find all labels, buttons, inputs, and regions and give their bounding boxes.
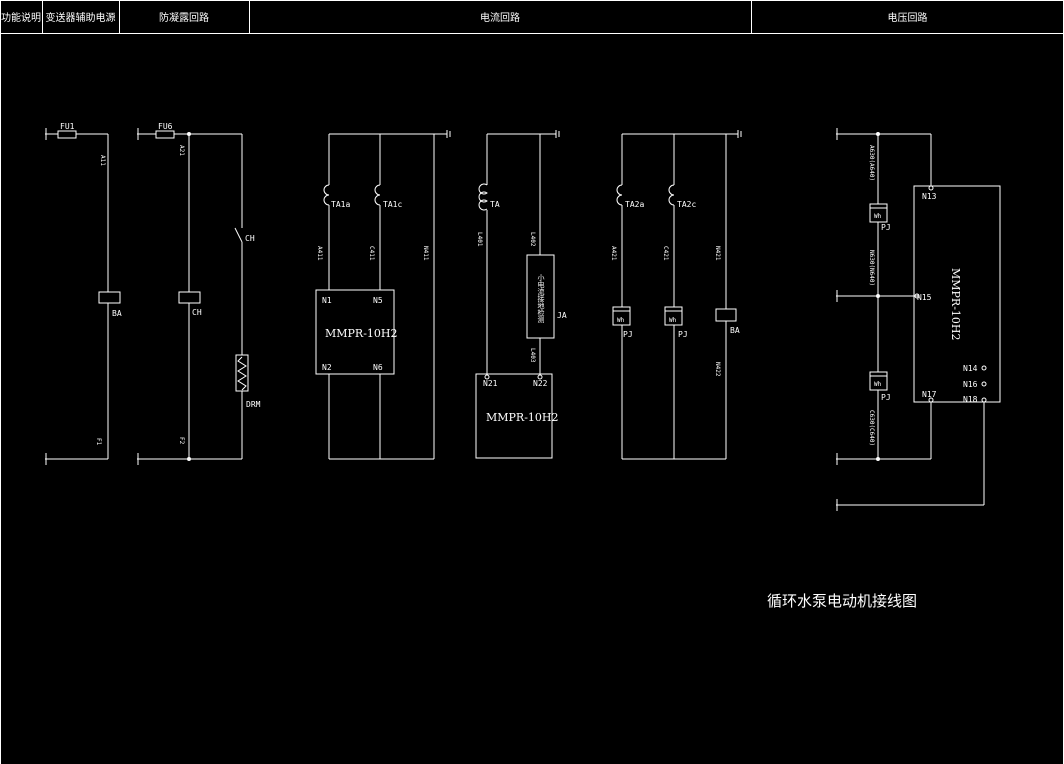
- ta2c-label: TA2c: [677, 200, 696, 209]
- pj-label-c: PJ: [678, 330, 688, 339]
- ch-contact-switch: [234, 227, 243, 243]
- ta1a-ct-coil: [323, 184, 330, 206]
- ta1c-ct-coil: [374, 184, 381, 206]
- ta2c-ct-coil: [668, 184, 675, 206]
- ba-label: BA: [112, 309, 122, 318]
- a21-label: A21: [178, 145, 185, 156]
- relay1-model: MMPR-10H2: [325, 327, 398, 340]
- ta2a-ct-coil: [616, 184, 623, 206]
- n13-label: N13: [922, 192, 937, 201]
- fu6-label: FU6: [158, 122, 173, 131]
- n17-label: N17: [922, 390, 937, 399]
- ta-label: TA: [490, 200, 500, 209]
- ta1a-label: TA1a: [331, 200, 350, 209]
- n22-label: N22: [533, 379, 548, 388]
- c630-label: C630(C640): [868, 410, 875, 446]
- a421-label: A421: [610, 246, 617, 261]
- n1-label: N1: [322, 296, 332, 305]
- ba2-label: BA: [730, 326, 740, 335]
- pj-label-a: PJ: [623, 330, 633, 339]
- pj-label-vc: PJ: [881, 393, 891, 402]
- wh-label-c: Wh: [669, 317, 677, 324]
- anti-condensation-circuit: [137, 128, 249, 465]
- n21-label: N21: [483, 379, 498, 388]
- header-anti-condensation: 防凝露回路: [159, 13, 209, 24]
- n5-label: N5: [373, 296, 383, 305]
- wh-label-a: Wh: [617, 317, 625, 324]
- mmpr-relay-1: [315, 289, 395, 375]
- current-circuit-1: [315, 130, 451, 460]
- wh-label-va: Wh: [874, 213, 882, 220]
- header-function-desc: 功能说明: [1, 13, 41, 24]
- a630-label: A630(A640): [868, 145, 875, 181]
- n16-label: N16: [963, 380, 978, 389]
- l403-label: L403: [529, 348, 536, 363]
- header-voltage-circuit: 电压回路: [887, 13, 928, 24]
- ch-coil-label: CH: [192, 308, 202, 317]
- a411-label: A411: [316, 246, 323, 261]
- n422-label: N422: [714, 362, 721, 377]
- a11-label: A11: [99, 155, 106, 166]
- mmpr-relay-2: [475, 373, 553, 459]
- c411-label: C411: [368, 246, 375, 261]
- n6-label: N6: [373, 363, 383, 372]
- c421-label: C421: [662, 246, 669, 261]
- header-current-circuit: 电流回路: [480, 13, 520, 24]
- ja-label: JA: [557, 311, 567, 320]
- ta-zero-ct-coil: [478, 183, 488, 211]
- n630-label: N630(N640): [868, 250, 875, 286]
- voltage-circuit: [836, 128, 1001, 511]
- diagram-title: 循环水泵电动机接线图: [767, 592, 917, 610]
- fu1-label: FU1: [60, 122, 75, 131]
- ch-contact-label: CH: [245, 234, 255, 243]
- l401-label: L401: [476, 232, 483, 247]
- relay2-model: MMPR-10H2: [486, 411, 559, 424]
- ch-relay-coil: [178, 291, 201, 304]
- n14-label: N14: [963, 364, 978, 373]
- drm-label: DRM: [246, 400, 261, 409]
- f1-label: F1: [95, 438, 102, 446]
- ta2a-label: TA2a: [625, 200, 644, 209]
- aux-power-circuit: [45, 128, 121, 465]
- n18-label: N18: [963, 395, 978, 404]
- pj-label-va: PJ: [881, 223, 891, 232]
- ja-box-label: 小电流接地检测: [537, 273, 545, 323]
- zero-sequence-circuit: [475, 130, 560, 459]
- relay3-model: MMPR-10H2: [949, 268, 962, 341]
- n411-label: N411: [422, 246, 429, 261]
- current-circuit-2: [612, 130, 742, 460]
- header-transmitter-power: 变送器辅助电源: [45, 13, 116, 24]
- mmpr-relay-3: [913, 185, 1001, 403]
- f2-label: F2: [178, 437, 185, 445]
- ba-relay-coil: [98, 291, 121, 304]
- n2-label: N2: [322, 363, 332, 372]
- n421-label: N421: [714, 246, 721, 261]
- n15-label: N15: [917, 293, 932, 302]
- ta1c-label: TA1c: [383, 200, 402, 209]
- wh-label-vc: Wh: [874, 381, 882, 388]
- l402-label: L402: [529, 232, 536, 247]
- ba-ammeter: [715, 308, 737, 322]
